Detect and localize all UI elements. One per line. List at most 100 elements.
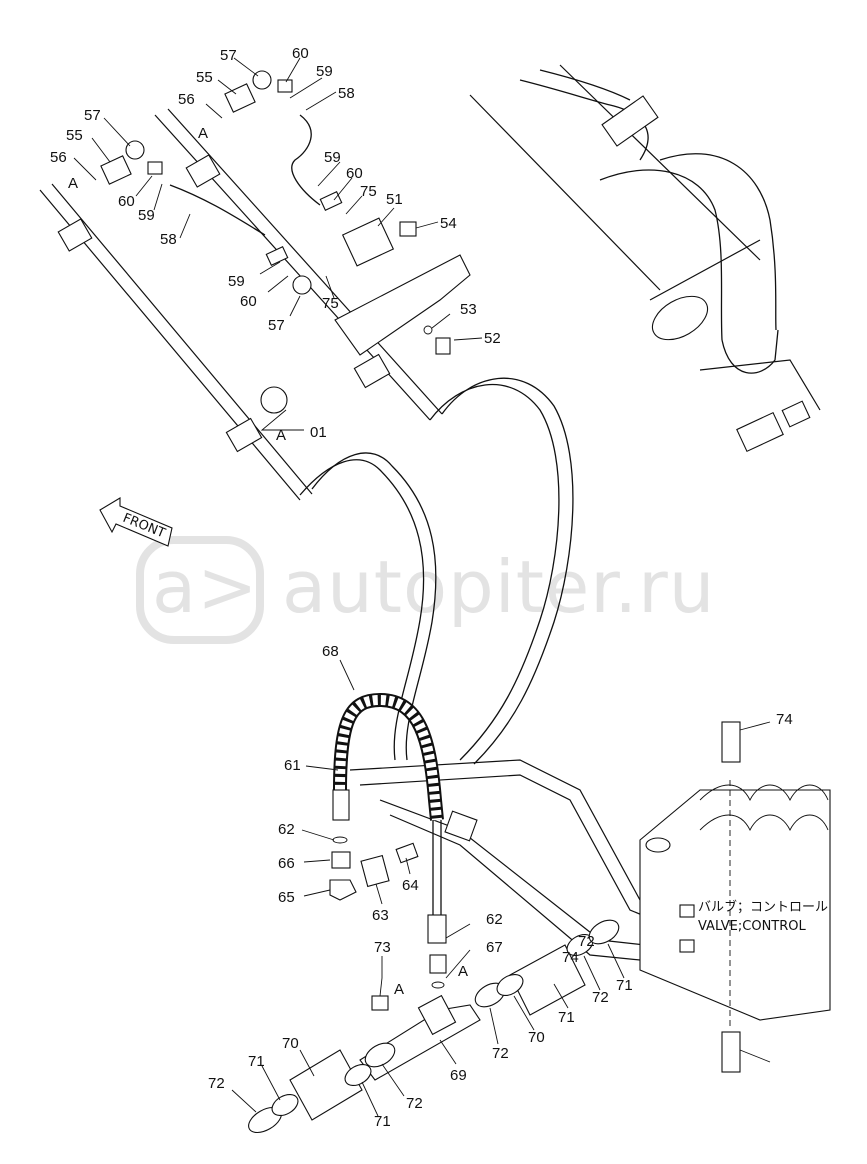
callout-57a: 57 — [220, 47, 237, 64]
callout-a-bottom: A — [394, 981, 404, 998]
hose-61-end — [427, 914, 447, 944]
callout-63: 63 — [372, 907, 389, 924]
callout-71b: 71 — [374, 1113, 391, 1130]
inset-hose-2 — [539, 69, 631, 101]
nipple-60-c — [319, 191, 343, 211]
watermark-logo-frame — [136, 536, 264, 644]
tee-55-b — [100, 155, 132, 185]
callout-68: 68 — [322, 643, 339, 660]
valve-port-lower — [679, 939, 695, 953]
leader-71d — [583, 955, 601, 991]
oring-62-a — [332, 836, 348, 844]
leader-71a — [261, 1065, 281, 1101]
boom-edge-mid — [559, 64, 761, 261]
leader-55a — [217, 79, 237, 95]
pipe2-clamp-b — [353, 353, 391, 389]
control-valve — [639, 721, 831, 1073]
clamp-71-c — [496, 973, 524, 997]
watermark-text: autopiter.ru — [282, 545, 715, 629]
adapter-66 — [331, 851, 351, 869]
leader-01 — [260, 409, 304, 431]
hose-68-group — [332, 692, 447, 944]
clamp-71-a — [271, 1093, 299, 1117]
hose-right-run-2 — [441, 377, 574, 765]
pipe2-clamp-a — [185, 154, 221, 188]
inset-frame — [699, 359, 821, 411]
hose-right-run — [429, 383, 560, 761]
callout-52: 52 — [484, 330, 501, 347]
leader-52 — [453, 337, 483, 341]
boom-edge-bottom — [649, 239, 761, 301]
tube-69-tee — [417, 994, 457, 1036]
bracket-assembly — [334, 217, 471, 356]
nipple-60-d — [265, 246, 289, 266]
leader-64 — [405, 857, 411, 875]
callout-75a: 75 — [360, 183, 377, 200]
callout-75b: 75 — [322, 295, 339, 312]
callout-60b: 60 — [118, 193, 135, 210]
leader-73 — [379, 956, 383, 997]
adapter-62-b — [429, 954, 447, 974]
boom-edge-top — [469, 94, 661, 291]
leader-58b — [179, 213, 191, 239]
top-fittings — [100, 70, 343, 414]
callout-67: 67 — [486, 939, 503, 956]
callout-53: 53 — [460, 301, 477, 318]
callout-59b: 59 — [138, 207, 155, 224]
callout-72d: 71 — [616, 977, 633, 994]
washer-53 — [423, 325, 433, 335]
callout-71a: 71 — [248, 1053, 265, 1070]
frame-clamp — [444, 810, 478, 842]
leader-72c — [489, 1007, 499, 1045]
leader-62a — [301, 829, 335, 841]
inset-hose-1 — [519, 79, 649, 161]
front-arrow-shape — [99, 497, 173, 547]
callout-55a: 55 — [196, 69, 213, 86]
callout-72e: 74 — [562, 949, 579, 966]
callout-74a: 74 — [776, 711, 793, 728]
callout-57b: 57 — [84, 107, 101, 124]
leader-57a — [233, 57, 259, 77]
tube-assembly — [248, 919, 620, 1134]
boom-inset — [469, 64, 821, 453]
clamp-72-d — [588, 919, 620, 945]
valve-body — [639, 789, 831, 1021]
inset-hose-loop — [721, 329, 779, 374]
fittings-lower-left — [329, 836, 447, 1011]
callout-61: 61 — [284, 757, 301, 774]
leader-57c — [289, 295, 301, 317]
leader-65 — [303, 889, 331, 897]
callout-70a: 70 — [282, 1035, 299, 1052]
leader-74a — [739, 721, 771, 731]
hose-68-armor-rings — [335, 694, 442, 821]
callout-59a: 59 — [316, 63, 333, 80]
leader-67 — [445, 949, 471, 979]
callout-a-mid: A — [276, 427, 286, 444]
pipe-edge-2 — [51, 183, 313, 495]
valve-port — [645, 837, 671, 853]
mount-bracket — [334, 254, 471, 356]
leader-70b — [553, 983, 569, 1009]
arm-pipe-center — [154, 108, 574, 765]
leader-62b — [445, 923, 471, 939]
leader-56a — [205, 103, 223, 119]
nipple-60-b — [147, 161, 163, 175]
hose-68-end — [332, 789, 350, 821]
callout-60c: 60 — [346, 165, 363, 182]
leader-54 — [415, 221, 439, 229]
callout-59d: 59 — [228, 273, 245, 290]
grease-cap-01 — [260, 386, 288, 414]
callout-62a: 62 — [278, 821, 295, 838]
leader-75a — [345, 195, 363, 215]
leader-58a — [305, 91, 337, 111]
callout-64: 64 — [402, 877, 419, 894]
valve-note-english: VALVE;CONTROL — [698, 919, 806, 934]
front-arrow: FRONT — [99, 497, 173, 547]
pipe-clamp-a — [57, 218, 93, 252]
callout-60a: 60 — [292, 45, 309, 62]
leader-63 — [375, 883, 383, 905]
watermark: a> autopiter.ru — [136, 536, 715, 644]
clamp-72-b — [364, 1042, 396, 1068]
leader-60c — [333, 177, 353, 201]
